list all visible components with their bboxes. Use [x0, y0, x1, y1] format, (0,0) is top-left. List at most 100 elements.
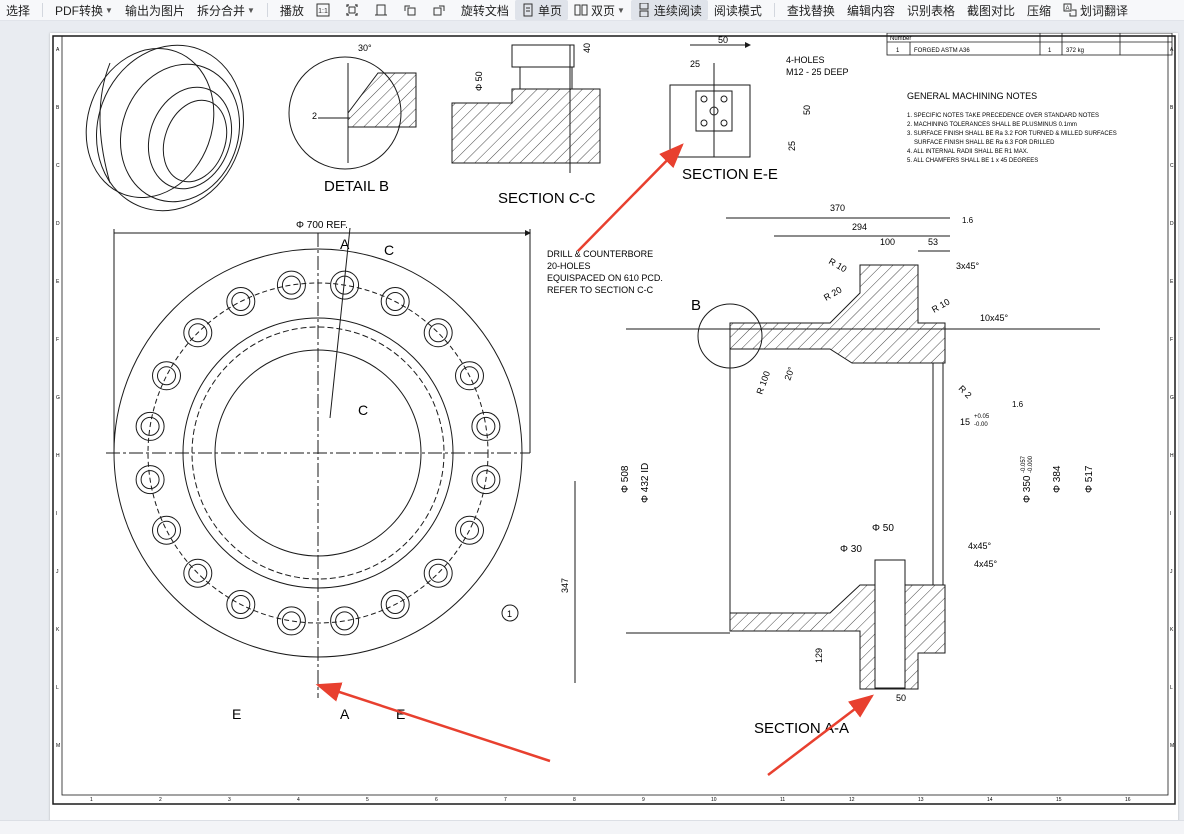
screenshot-compare-button[interactable]: 截图对比: [966, 3, 1015, 18]
cut-a-top: A: [340, 236, 350, 252]
select-button[interactable]: 选择: [6, 3, 31, 18]
fit-page-button[interactable]: [339, 0, 368, 20]
border-column-label: 2: [159, 797, 162, 803]
bolt-hole: [231, 595, 251, 614]
border-column-label: 10: [711, 797, 717, 803]
ee-dim-25-vertical: 25: [787, 141, 797, 151]
rotate-left-button[interactable]: [397, 0, 426, 20]
border-row-label: F: [56, 337, 59, 343]
note-1: 1. SPECIFIC NOTES TAKE PRECEDENCE OVER S…: [907, 113, 1099, 119]
bolt-hole: [152, 361, 181, 391]
bolt-hole: [231, 292, 251, 311]
drill-note-line-2: 20-HOLES: [547, 261, 591, 271]
border-row-label: I: [1170, 511, 1171, 517]
actual-size-button[interactable]: 1:1: [310, 0, 339, 20]
read-mode-button[interactable]: 阅读模式: [713, 3, 762, 18]
bom-item-cell: 1: [896, 48, 900, 54]
toolbar: 选择 PDF转换▼ 输出为图片 拆分合并▼ 播放 1:1 旋转文档 单页 双页▼…: [0, 0, 1184, 21]
single-page-button[interactable]: 单页: [514, 0, 568, 20]
chamfer-4x45-b: 4x45°: [974, 559, 998, 569]
bom-number-header: Number: [890, 36, 911, 42]
toolbar-divider: [42, 3, 44, 17]
bolt-hole: [335, 275, 355, 295]
front-view: [106, 227, 576, 698]
bolt-hole: [330, 606, 360, 636]
tol-350-lower: -0.000: [1028, 455, 1034, 473]
holes-note-line-1: 4-HOLES: [786, 55, 825, 65]
r100-label: R 100: [754, 370, 772, 396]
toolbar-divider: [266, 3, 268, 17]
svg-text:A: A: [1065, 6, 1069, 12]
word-translate-button[interactable]: A 划词翻译: [1057, 0, 1134, 20]
rotate-doc-button[interactable]: 旋转文档: [460, 3, 509, 18]
border-column-label: 6: [435, 797, 438, 803]
bolt-hole: [335, 611, 355, 631]
ee-dim-50: 50: [718, 35, 728, 45]
dim-347-label: 347: [560, 578, 570, 593]
border-row-label: B: [1170, 105, 1174, 111]
rotate-right-button[interactable]: [426, 0, 455, 20]
border-column-label: 12: [849, 797, 855, 803]
bolt-hole: [423, 558, 453, 588]
border-row-label: G: [1170, 395, 1174, 401]
bolt-hole: [423, 318, 453, 348]
phi-50-aa-label: Φ 50: [872, 523, 894, 534]
split-merge-button[interactable]: 拆分合并▼: [196, 3, 255, 18]
isometric-view: [85, 44, 245, 212]
surface-finish-top: 1.6: [962, 216, 974, 225]
bolt-hole: [140, 416, 160, 436]
chevron-down-icon: ▼: [616, 5, 625, 15]
holes-note-line-2: M12 - 25 DEEP: [786, 67, 849, 77]
border-column-label: 14: [987, 797, 993, 803]
bolt-hole: [183, 318, 213, 348]
play-button[interactable]: 播放: [279, 3, 304, 18]
phi-517-label: Φ 517: [1084, 465, 1095, 493]
toolbar-divider: [773, 3, 775, 17]
fit-width-button[interactable]: [368, 0, 397, 20]
bolt-hole: [281, 275, 301, 295]
edit-content-button[interactable]: 编辑内容: [846, 3, 895, 18]
phi-30-label: Φ 30: [840, 544, 862, 555]
bolt-hole: [140, 470, 160, 490]
translate-icon: A: [1063, 3, 1077, 17]
double-page-button[interactable]: 双页▼: [568, 0, 631, 20]
cut-e-right: E: [396, 706, 405, 722]
note-3b: SURFACE FINISH SHALL BE Ra 6.3 FOR DRILL…: [914, 140, 1055, 146]
bolt-hole: [276, 270, 306, 300]
double-page-icon: [574, 4, 588, 16]
bolt-hole: [157, 366, 176, 386]
dim-129-label: 129: [814, 648, 824, 663]
phi-50-cc-label: Φ 50: [474, 71, 484, 91]
bolt-hole: [476, 470, 496, 490]
bolt-holes: [135, 270, 501, 636]
drill-note-line-4: REFER TO SECTION C-C: [547, 285, 654, 295]
drill-note-line-3: EQUISPACED ON 610 PCD.: [547, 273, 663, 283]
bolt-hole: [460, 520, 479, 540]
border-row-label: K: [1170, 627, 1174, 633]
ee-dim-25: 25: [690, 59, 700, 69]
border-row-label: G: [56, 395, 60, 401]
recognize-table-button[interactable]: 识别表格: [906, 3, 955, 18]
bolt-hole: [281, 611, 301, 631]
pdf-convert-button[interactable]: PDF转换▼: [55, 3, 113, 18]
compress-button[interactable]: 压缩: [1026, 3, 1051, 18]
phi-508-label: Φ 508: [620, 465, 631, 493]
continuous-read-button[interactable]: 连续阅读: [630, 0, 708, 20]
find-replace-button[interactable]: 查找替换: [786, 3, 835, 18]
border-row-label: B: [56, 105, 60, 111]
section-aa-title: SECTION A-A: [754, 720, 849, 737]
section-cc-title: SECTION C-C: [498, 190, 596, 207]
ee-dim-50-vertical: 50: [802, 105, 812, 115]
notes-title: GENERAL MACHINING NOTES: [907, 91, 1037, 101]
chamfer-3x45-label: 3x45°: [956, 261, 980, 271]
note-4: 4. ALL INTERNAL RADII SHALL BE R1 MAX.: [907, 149, 1029, 155]
dim-370-label: 370: [830, 203, 845, 213]
drawing-inner-border: [61, 35, 1169, 796]
border-row-label: F: [1170, 337, 1173, 343]
export-image-button[interactable]: 输出为图片: [124, 3, 185, 18]
note-5: 5. ALL CHAMFERS SHALL BE 1 x 45 DEGREES: [907, 158, 1038, 164]
r10-label-a: R 10: [827, 256, 848, 274]
fit-page-icon: [346, 4, 358, 16]
bolt-hole: [455, 361, 484, 391]
